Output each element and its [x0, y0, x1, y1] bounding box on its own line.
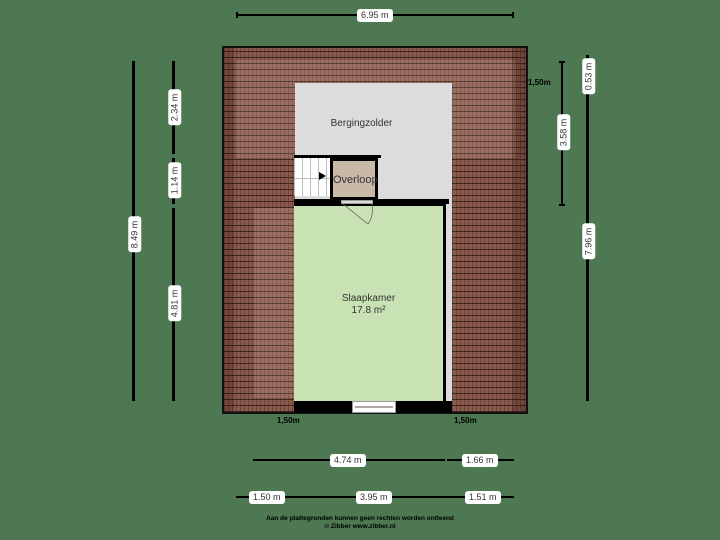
dimension-tick	[559, 204, 565, 206]
dimension-label-left-middle: 1.14 m	[168, 162, 182, 199]
room-label-bergingzolder: Bergingzolder	[330, 118, 393, 129]
dimension-label-left-upper: 2.34 m	[168, 89, 182, 126]
door-slaapkamer[interactable]	[341, 200, 373, 204]
room-slaapkamer[interactable]: Slaapkamer 17.8 m²	[294, 203, 446, 403]
stair-direction-arrow-icon	[319, 172, 326, 180]
roof-edge-left	[224, 48, 234, 412]
dimension-label-right-middle: 3.58 m	[557, 114, 571, 151]
door-swing-arc-icon	[342, 204, 373, 225]
dimension-label-bottom-row1-right: 1.66 m	[462, 454, 498, 467]
window-sill	[355, 406, 393, 408]
dimension-label-left-total: 8.49 m	[128, 216, 142, 253]
dimension-tick	[559, 61, 565, 63]
dimension-label-bottom-row2-right: 1.51 m	[465, 491, 501, 504]
footer-disclaimer: Aan de plattegronden kunnen geen rechten…	[266, 515, 454, 522]
height-marker-bottom-left: 1,50m	[277, 416, 300, 425]
wall-bottom-left	[294, 401, 352, 413]
dimension-label-right-top: 0.53 m	[582, 58, 596, 95]
height-marker-bottom-right: 1,50m	[454, 416, 477, 425]
height-marker-top-right: 1,50m	[528, 78, 551, 87]
dimension-label-bottom-row2-middle: 3.95 m	[356, 491, 392, 504]
wall-stairs-top	[294, 155, 381, 158]
room-label-overloop: Overloop	[333, 174, 378, 186]
roof-edge-right	[512, 48, 526, 412]
dimension-label-bottom-row1-left: 4.74 m	[330, 454, 366, 467]
roof-highlight-left	[254, 208, 294, 398]
dimension-tick	[512, 12, 514, 18]
dimension-label-bottom-row2-left: 1.50 m	[249, 491, 285, 504]
wall-bottom-right	[396, 401, 452, 413]
footer-copyright: © Zibber www.zibber.nl	[324, 523, 396, 530]
dimension-tick	[236, 12, 238, 18]
room-overloop[interactable]: Overloop	[330, 158, 378, 200]
dimension-label-top-total: 6.95 m	[357, 9, 393, 22]
dimension-label-left-lower: 4.81 m	[168, 285, 182, 322]
room-area-slaapkamer: 17.8 m²	[351, 305, 386, 316]
dimension-label-right-total: 7.96 m	[582, 223, 596, 260]
room-label-slaapkamer: Slaapkamer	[341, 293, 396, 304]
